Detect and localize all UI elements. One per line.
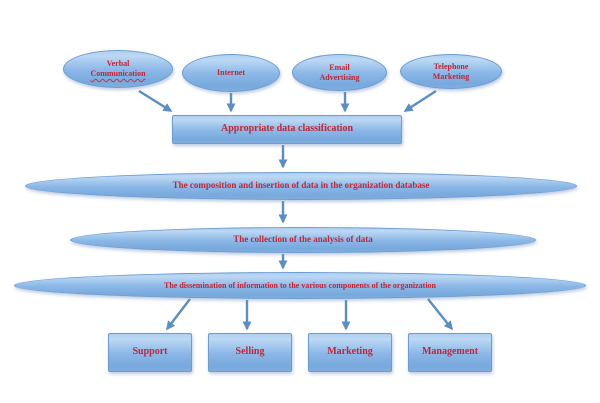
arrow-stage3-to-management (427, 298, 453, 331)
output-node-marketing: Marketing (308, 333, 392, 372)
output-label: Selling (235, 346, 265, 358)
source-node-internet: Internet (182, 54, 280, 92)
source-label-line1: Internet (217, 68, 245, 77)
source-label-line2: Communication (90, 69, 146, 78)
stage-label: The collection of the analysis of data (233, 234, 373, 245)
source-node-email-advertising: Email Advertising (292, 54, 387, 91)
stage-label: The dissemination of information to the … (164, 280, 436, 290)
classification-label: Appropriate data classification (220, 123, 354, 135)
arrow-verbal-to-classification (138, 89, 173, 113)
classification-node: Appropriate data classification (172, 115, 402, 144)
source-label-line1: Telephone (433, 61, 469, 71)
arrow-telephone-to-classification (403, 89, 437, 113)
source-label-email-advertising: Email Advertising (320, 63, 360, 83)
source-node-telephone-marketing: Telephone Marketing (400, 54, 502, 89)
source-label-line2: Advertising (319, 72, 360, 82)
arrow-stage3-to-support (166, 298, 191, 331)
source-label-internet: Internet (217, 68, 245, 78)
output-node-selling: Selling (208, 333, 292, 372)
output-node-management: Management (408, 333, 492, 372)
source-label-telephone-marketing: Telephone Marketing (433, 62, 469, 82)
output-node-support: Support (108, 333, 192, 372)
output-label: Management (421, 346, 479, 358)
output-label: Marketing (327, 346, 373, 358)
source-node-verbal-communication: Verbal Communication (63, 50, 173, 88)
stage-node-dissemination: The dissemination of information to the … (14, 272, 586, 299)
stage-node-composition-insertion: The composition and insertion of data in… (25, 172, 577, 200)
source-label-line1: Verbal (106, 59, 130, 68)
source-label-verbal-communication: Verbal Communication (90, 59, 145, 79)
stage-label: The composition and insertion of data in… (172, 180, 430, 191)
output-label: Support (132, 346, 168, 358)
source-label-line2: Marketing (432, 71, 470, 81)
stage-node-collection-analysis: The collection of the analysis of data (70, 227, 536, 253)
source-label-line1: Email (329, 62, 350, 72)
